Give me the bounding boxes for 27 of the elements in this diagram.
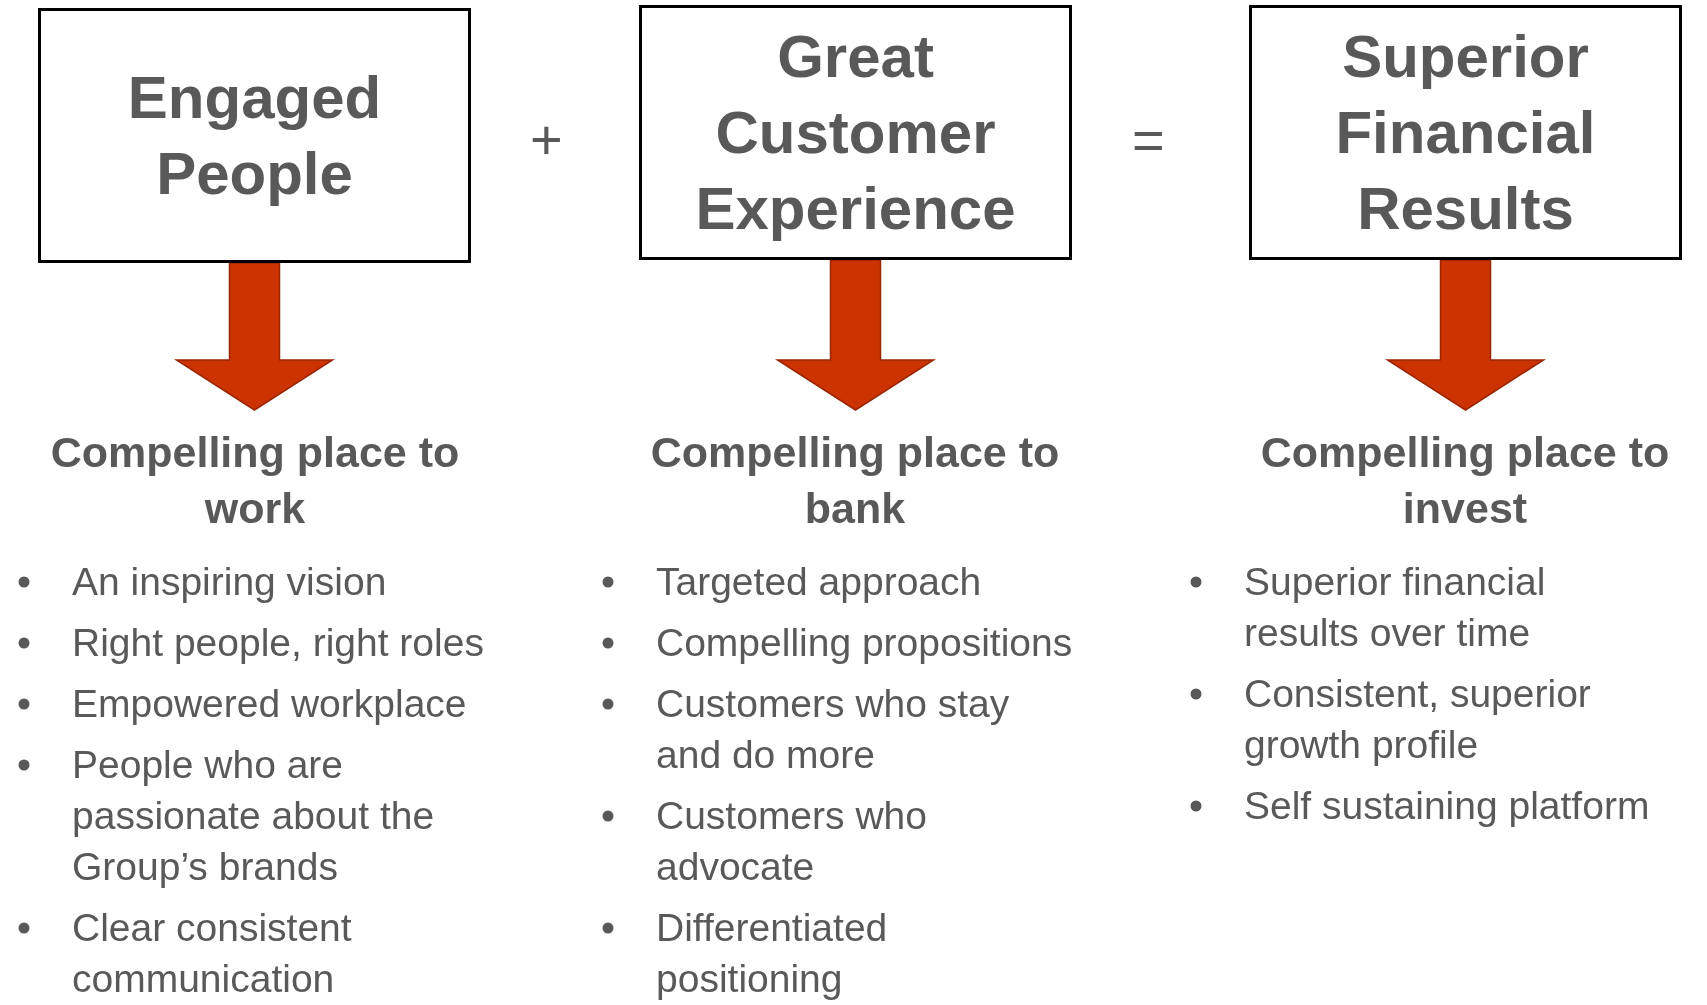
bullet-text: Consistent, superior growth profile	[1244, 671, 1592, 768]
bullet-text: Differentiated positioning	[656, 905, 889, 1002]
operator-sign: +	[530, 110, 563, 170]
box-title: Engaged People	[126, 62, 383, 209]
down-arrow	[774, 259, 937, 411]
bullet-text: People who are passionate about the Group’s brands	[72, 742, 436, 890]
bullet-text: Self sustaining platform	[1244, 783, 1650, 829]
statement-box	[639, 5, 1072, 260]
bullet-text: Customers who stay and do more	[656, 681, 1011, 778]
bullet-text: Clear consistent communication	[72, 905, 353, 1002]
statement-box	[38, 8, 471, 263]
column-heading: Compelling place to invest	[1260, 428, 1670, 532]
box-title: Superior Financial Results	[1334, 21, 1597, 244]
statement-box	[1249, 5, 1682, 260]
column-heading: Compelling place to work	[50, 428, 460, 532]
column-heading: Compelling place to bank	[650, 428, 1060, 532]
bullet-text: Compelling propositions	[656, 620, 1073, 666]
bullet-text: Targeted approach	[656, 559, 983, 605]
operator-sign: =	[1132, 110, 1165, 170]
bullet-text: An inspiring vision	[72, 559, 388, 605]
box-title: Great Customer Experience	[694, 21, 1017, 244]
bullet-text: Superior financial results over time	[1244, 559, 1547, 656]
bullet-text: Customers who advocate	[656, 793, 928, 890]
bullet-text: Empowered workplace	[72, 681, 468, 727]
down-arrow	[173, 262, 336, 411]
bullet-text: Right people, right roles	[72, 620, 485, 666]
down-arrow	[1384, 259, 1547, 411]
